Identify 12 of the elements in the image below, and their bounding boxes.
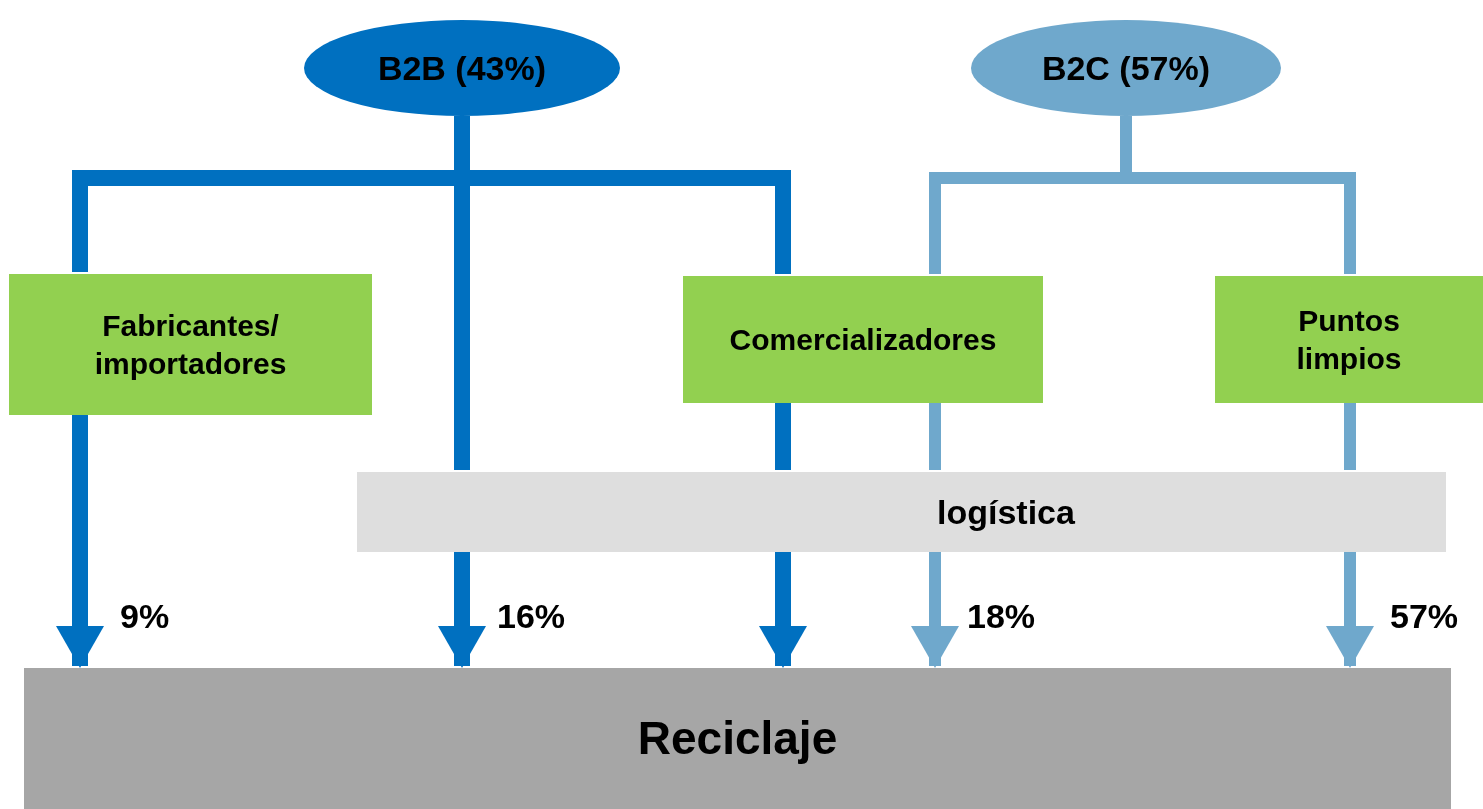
arrow xyxy=(438,552,486,668)
process-box: Puntos limpios xyxy=(1215,276,1483,403)
process-box: Comercializadores xyxy=(683,276,1043,403)
arrow xyxy=(911,552,959,668)
arrow xyxy=(759,552,807,668)
category-ellipse: B2B (43%) xyxy=(304,20,620,116)
arrow xyxy=(1326,552,1374,668)
arrow xyxy=(56,415,104,668)
process-box: Fabricantes/ importadores xyxy=(9,274,372,415)
logistics-bar: logística xyxy=(357,472,1446,552)
recycling-bar: Reciclaje xyxy=(24,668,1451,809)
category-ellipse: B2C (57%) xyxy=(971,20,1281,116)
